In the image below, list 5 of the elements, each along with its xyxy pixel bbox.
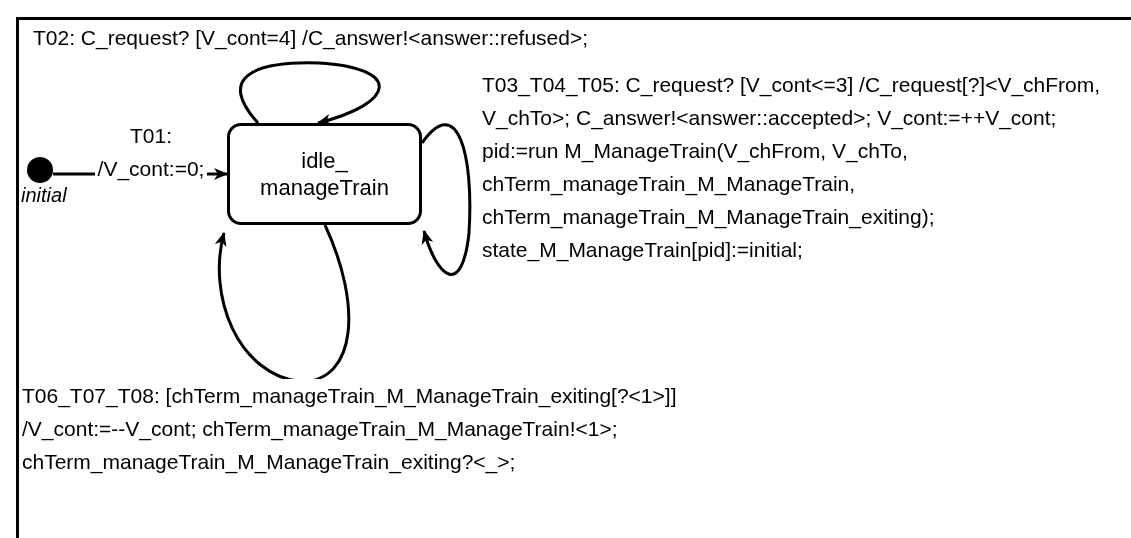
diagram-frame xyxy=(16,17,1131,538)
state-box: idle_ manageTrain xyxy=(227,123,422,225)
state-caption: initial xyxy=(21,184,67,207)
transition-arrow xyxy=(420,123,472,276)
initial-state-dot xyxy=(27,157,53,183)
